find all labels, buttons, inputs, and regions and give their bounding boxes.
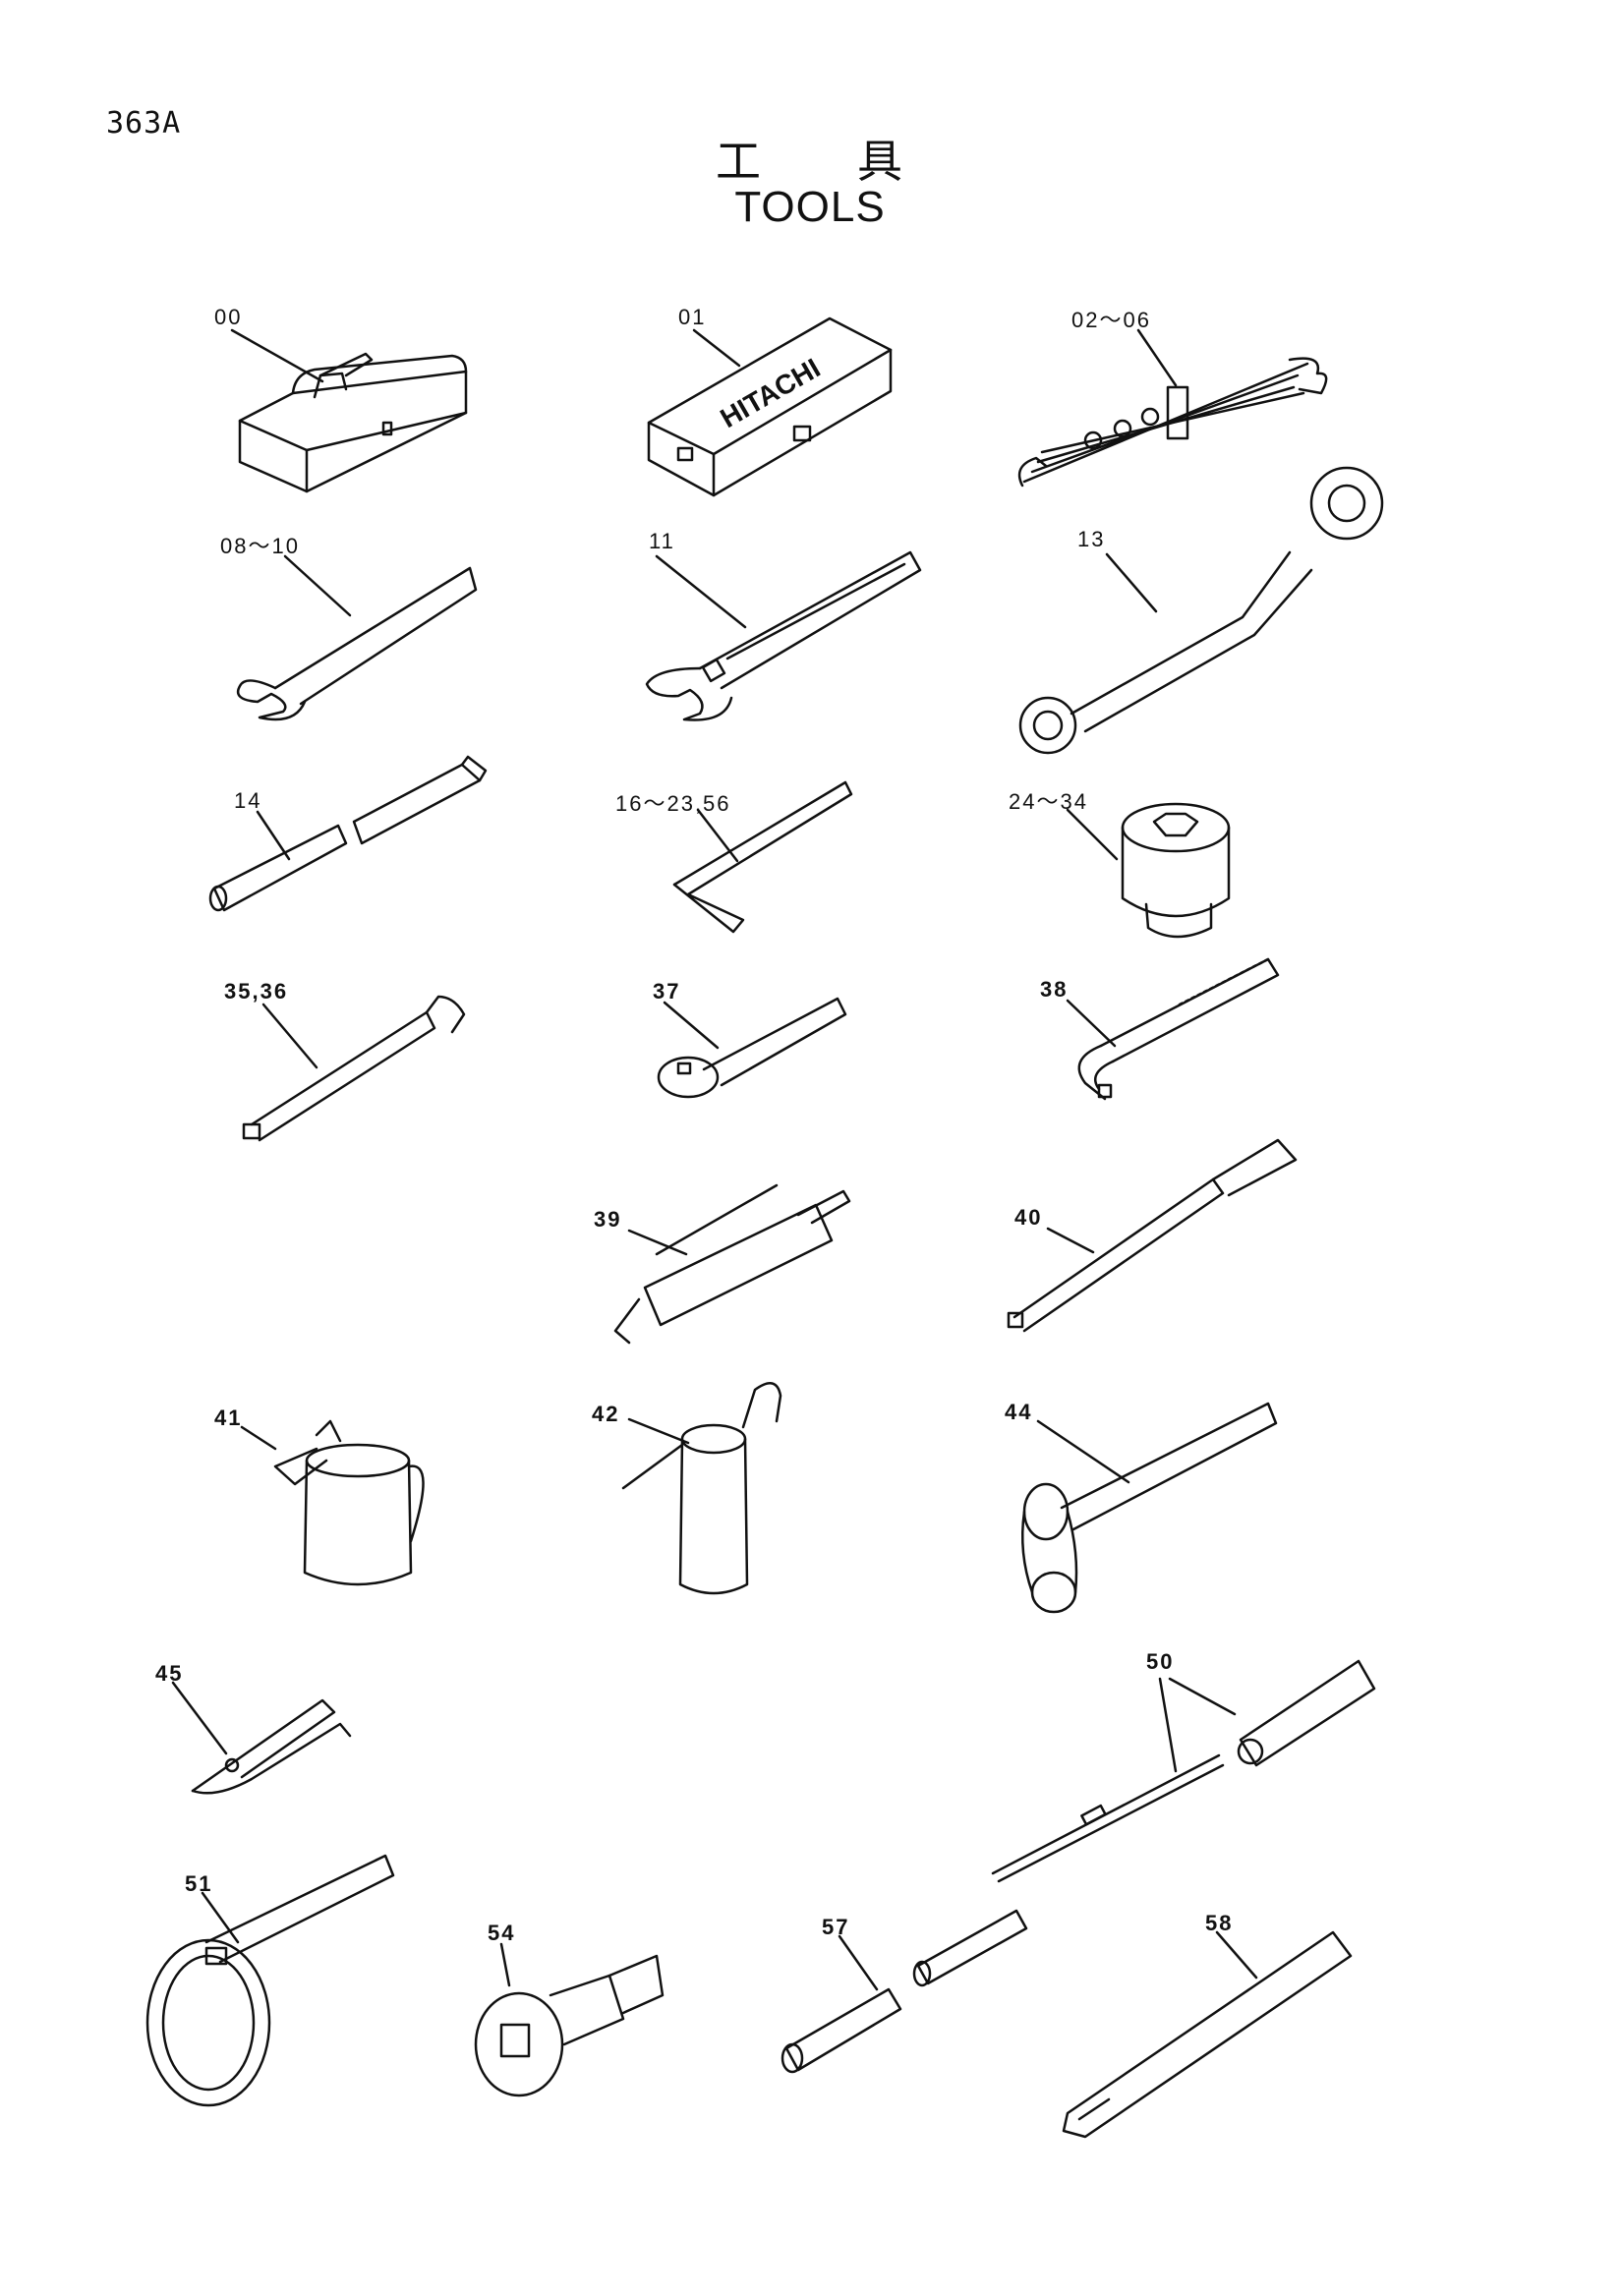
page-title: TOOLS [734, 183, 886, 231]
extension-bar-35-36-drawing [244, 997, 464, 1140]
part-label-57: 57 [822, 1915, 850, 1939]
toolbox-00-drawing [232, 330, 466, 491]
ring-spanner-13-drawing [1020, 468, 1382, 753]
filter-wrench-51-drawing [147, 1856, 393, 2105]
wrench-set-02-06-drawing [1019, 330, 1326, 486]
part-label-16-23-56: 16〜23,56 [615, 791, 731, 816]
hex-key-16-23-56-drawing [674, 782, 851, 932]
torque-wrench-40-drawing [1009, 1140, 1296, 1331]
part-label-50: 50 [1146, 1649, 1175, 1674]
part-label-58: 58 [1205, 1911, 1234, 1935]
part-label-11: 11 [649, 529, 675, 553]
toolbox-01-drawing: HITACHI [649, 318, 891, 495]
pliers-45-drawing [173, 1683, 350, 1793]
part-label-08-10: 08〜10 [220, 534, 300, 558]
ratchet-handle-37-drawing [659, 999, 845, 1097]
pipe-57-drawing [782, 1911, 1026, 2072]
socket-24-34-drawing [1068, 804, 1229, 937]
bar-14-drawing [210, 757, 486, 910]
part-label-35-36: 35,36 [224, 979, 289, 1004]
part-label-40: 40 [1014, 1205, 1043, 1230]
adjustable-wrench-11-drawing [647, 552, 920, 720]
page-title-japanese: 工 具 [716, 135, 904, 188]
part-label-45: 45 [155, 1661, 184, 1686]
part-label-51: 51 [185, 1871, 213, 1896]
part-label-00: 00 [214, 305, 243, 329]
page-code: 363A [106, 106, 182, 141]
part-label-02-06: 02〜06 [1071, 308, 1151, 332]
chisel-58-drawing [1064, 1932, 1351, 2137]
grease-gun-39-drawing [615, 1185, 849, 1343]
screwdriver-set-50-drawing [993, 1661, 1374, 1881]
part-label-24-34: 24〜34 [1009, 789, 1088, 814]
socket-adapter-54-drawing [476, 1944, 663, 2095]
part-label-38: 38 [1040, 977, 1069, 1002]
wrench-08-10-drawing [238, 556, 476, 719]
part-label-14: 14 [234, 788, 262, 813]
hammer-44-drawing [1022, 1404, 1276, 1612]
part-label-44: 44 [1005, 1400, 1033, 1424]
part-label-39: 39 [594, 1207, 622, 1232]
part-label-41: 41 [214, 1406, 243, 1430]
part-label-01: 01 [678, 305, 707, 329]
part-label-42: 42 [592, 1402, 620, 1426]
part-label-13: 13 [1077, 527, 1106, 551]
part-label-37: 37 [653, 979, 681, 1004]
oil-jug-41-drawing [242, 1421, 424, 1584]
oiler-42-drawing [623, 1383, 781, 1593]
l-handle-38-drawing [1068, 959, 1278, 1099]
part-label-54: 54 [488, 1921, 516, 1945]
